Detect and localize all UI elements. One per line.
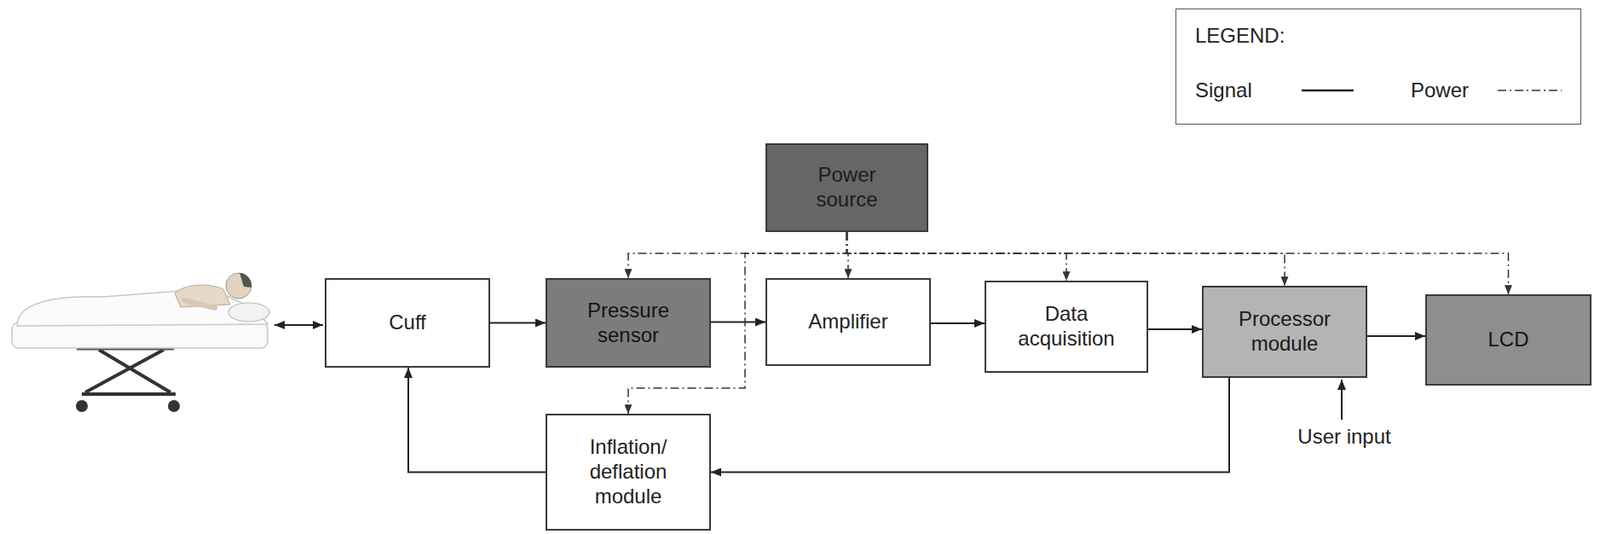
actuator-box: Inflation/ deflation module [545,413,711,531]
signal-connector [490,322,546,324]
cuff-box: Cuff [324,277,491,368]
box-label: Amplifier [808,309,888,335]
signal-connector [1367,335,1426,337]
box-label: Pressure sensor [572,298,684,348]
legend-power-sample [1497,89,1562,92]
processor-box: Processor module [1201,285,1368,378]
power-source-box: Power source [765,143,929,232]
legend-entry: Power [1410,78,1469,104]
amplifier-box: Amplifier [765,277,931,366]
patient-illustration [11,272,270,412]
box-label: Processor module [1229,306,1341,357]
power-connector [847,231,1068,281]
patient-cuff-link [274,323,324,326]
box-label: Cuff [388,310,427,336]
signal-connector [930,322,985,324]
box-label: Data acquisition [1010,301,1122,352]
power-connector [628,231,848,278]
signal-connector [408,367,546,473]
box-label: Power source [791,162,903,213]
legend-entry: Signal [1195,78,1253,104]
legend-heading: LEGEND: [1195,23,1285,49]
display-box: LCD [1425,294,1592,386]
signal-connector [710,321,766,324]
daq-box: Data acquisition [984,280,1149,373]
signal-connector [1148,328,1202,330]
signal-connector [710,377,1230,473]
sensor-box: Pressure sensor [545,277,711,368]
user-input-arrow [1340,379,1343,420]
power-connector [847,231,1509,295]
legend-signal-sample [1301,89,1354,93]
box-label: Inflation/ deflation module [572,434,684,509]
input-label: User input [1297,424,1391,450]
box-label: LCD [1487,327,1529,353]
